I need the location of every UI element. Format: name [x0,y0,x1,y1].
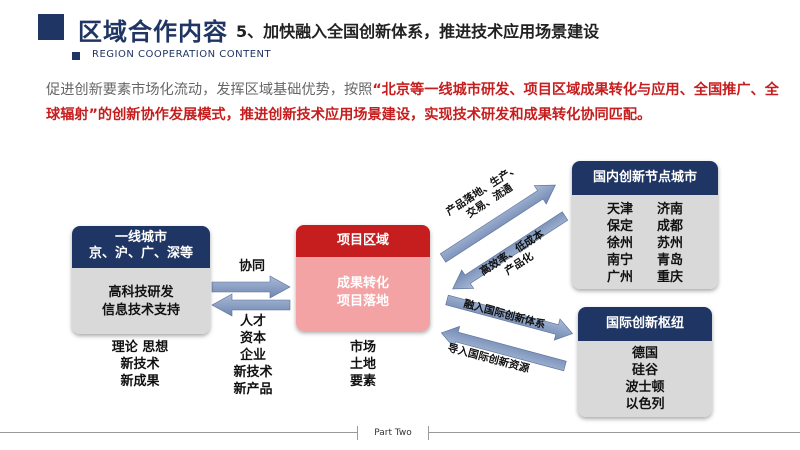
domestic-nodes-box: 国内创新节点城市 天津 保定 徐州 南宁 广州 济南 成都 苏州 青岛 重庆 [572,161,718,289]
resource-5: 新产品 [233,382,273,397]
city: 重庆 [657,270,684,285]
first-tier-cities-box: 一线城市 京、沪、广、深等 高科技研发 信息技术支持 [72,226,210,334]
arrow-to-domestic [439,184,556,263]
arrow-from-intl [440,325,567,372]
city: 天津 [606,202,633,217]
intl-hub-item: 德国 [631,346,658,361]
first-tier-body-line2: 信息技术支持 [101,303,180,318]
first-tier-output-3: 新成果 [120,374,160,389]
project-region-body-line2: 项目落地 [336,294,389,309]
intl-hub-head: 国际创新枢纽 [578,307,712,341]
resource-4: 新技术 [233,365,273,380]
intl-hub-item: 硅谷 [631,363,658,378]
synergy-label: 协同 [238,259,265,274]
intro-highlight-text: “北京等一线城市研发、项目区域成果转化与应用、全国推广、全球辐射”的创新协作发展… [46,82,779,123]
intro-paragraph: 促进创新要素市场化流动，发挥区域基础优势，按照“北京等一线城市研发、项目区域成果… [46,78,786,128]
first-tier-body: 高科技研发 信息技术支持 [72,268,210,334]
domestic-nodes-body: 天津 保定 徐州 南宁 广州 济南 成都 苏州 青岛 重庆 [572,195,718,289]
intl-hub-item: 波士顿 [625,380,665,395]
page-title: 区域合作内容 [78,18,228,46]
city: 青岛 [657,253,684,268]
city: 济南 [657,202,684,217]
first-tier-outputs: 理论 思想 新技术 新成果 [100,339,180,390]
first-tier-cities-head: 一线城市 京、沪、广、深等 [72,226,210,268]
resource-1: 人才 [239,314,266,329]
factor-1: 市场 [349,340,376,355]
city: 苏州 [657,236,684,251]
factor-2: 土地 [349,357,376,372]
first-tier-output-2: 新技术 [120,357,160,372]
first-tier-cities: 京、沪、广、深等 [88,246,193,261]
city: 成都 [657,219,684,234]
project-region-box: 项目区域 成果转化 项目落地 [296,225,430,331]
header-accent-block [38,14,64,40]
synergy-resources: 人才 资本 企业 新技术 新产品 [218,313,288,398]
domestic-cities-left: 天津 保定 徐州 南宁 广州 [607,201,633,289]
intro-normal-text: 促进创新要素市场化流动，发挥区域基础优势，按照 [46,82,373,98]
center-double-arrow [211,275,291,317]
first-tier-title: 一线城市 [114,230,167,245]
domestic-cities-right: 济南 成都 苏州 青岛 重庆 [657,201,683,289]
city: 广州 [606,270,633,285]
resource-3: 企业 [239,348,266,363]
city: 徐州 [606,236,633,251]
page-subtitle: 5、加快融入全国创新体系，推进技术应用场景建设 [236,22,600,41]
intl-hub-item: 以色列 [625,397,665,412]
domestic-nodes-head: 国内创新节点城市 [572,161,718,195]
city: 南宁 [606,253,633,268]
project-region-factors: 市场 土地 要素 [333,339,393,390]
intl-hub-body: 德国 硅谷 波士顿 以色列 [578,341,712,417]
first-tier-body-line1: 高科技研发 [108,285,174,300]
first-tier-output-1: 理论 思想 [111,340,169,355]
arrow-to-intl [445,294,574,341]
city: 保定 [606,219,633,234]
factor-3: 要素 [349,374,376,389]
arrow-from-domestic [452,211,569,290]
project-region-body: 成果转化 项目落地 [296,257,430,331]
project-region-head: 项目区域 [296,225,430,257]
header-small-block [72,52,80,60]
project-region-body-line1: 成果转化 [336,276,389,291]
intl-hub-box: 国际创新枢纽 德国 硅谷 波士顿 以色列 [578,307,712,417]
footer-section-tab: Part Two [357,426,429,440]
english-caption: REGION COOPERATION CONTENT [92,49,272,60]
resource-2: 资本 [239,331,266,346]
